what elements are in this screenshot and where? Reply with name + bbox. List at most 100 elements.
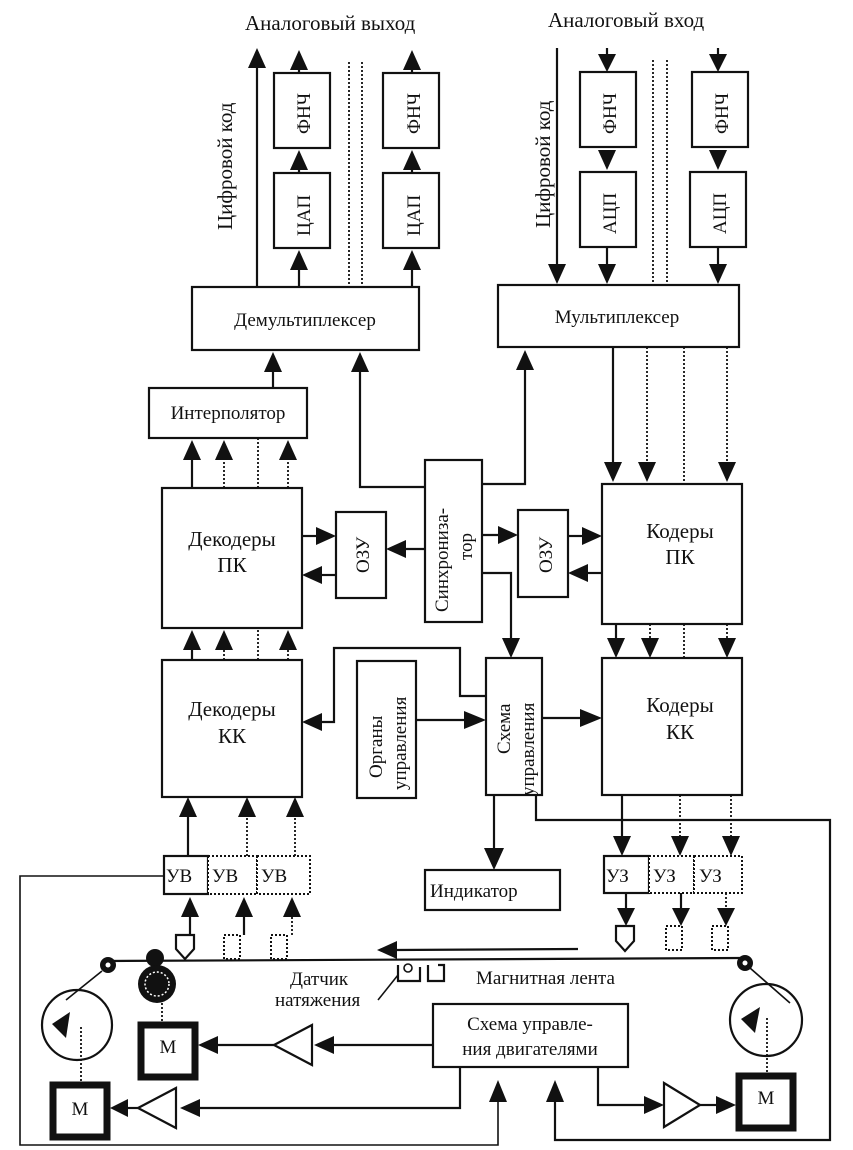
arrow-up-icon (279, 630, 297, 650)
arrow-right-icon (464, 711, 486, 729)
arrow-down-icon (598, 150, 616, 170)
pinch-roller-icon (146, 949, 164, 967)
coders-pk-label: Кодеры (646, 519, 713, 543)
ram-left (334, 510, 388, 600)
connector (19, 875, 499, 1146)
coders-pk-label-2: ПК (665, 545, 695, 569)
dac-2 (381, 171, 441, 250)
arrow-up-icon (183, 440, 201, 460)
arrow-down-icon (718, 462, 736, 482)
connector (322, 646, 486, 724)
control-circuit-label: Схема (494, 703, 515, 754)
lpf-in-2 (690, 70, 750, 149)
interpolator (147, 386, 309, 440)
capstan-motor (137, 1021, 199, 1081)
adc-2 (688, 170, 748, 249)
arrow-up-icon (235, 897, 253, 917)
analog-input-label: Аналоговый вход (548, 8, 705, 32)
arrow-right-icon (644, 1096, 664, 1114)
arrow-down-icon (722, 836, 740, 856)
lpf-out-1-label: ФНЧ (294, 93, 315, 134)
motor-control-circuit (431, 1002, 630, 1069)
lpf-out-1 (272, 71, 332, 150)
motor-control-label: Схема управле- (467, 1014, 593, 1035)
arrow-left-icon (302, 566, 322, 584)
arrow-up-icon (279, 440, 297, 460)
arrow-up-icon (403, 250, 421, 270)
lpf-in-1 (578, 70, 638, 149)
arrow-down-icon (484, 848, 504, 870)
indicator (423, 868, 562, 912)
record-amp-3-label: УЗ (699, 866, 722, 887)
tension-sensor-icon (396, 963, 446, 983)
coders-kk-label-2: КК (666, 720, 695, 744)
reel-direction-arrow-icon (741, 1007, 760, 1033)
arrow-up-icon (264, 352, 282, 372)
arrow-up-icon (183, 630, 201, 650)
magnetic-tape (106, 956, 743, 963)
left-reel-motor-label: М (72, 1099, 89, 1120)
arrow-down-icon (717, 908, 735, 926)
arrow-right-icon (498, 526, 518, 544)
arrow-down-icon (641, 638, 659, 658)
arrow-down-icon (709, 150, 727, 170)
left-reel-motor (49, 1081, 111, 1141)
dac-2-label: ЦАП (404, 195, 425, 236)
magnetic-tape-label: Магнитная лента (476, 968, 615, 989)
right-reel-motor-label: М (758, 1088, 775, 1109)
indicator-label: Индикатор (430, 881, 518, 902)
demultiplexer (190, 285, 421, 352)
playback-amp-3 (256, 855, 311, 895)
arrow-up-icon (290, 50, 308, 70)
tape-path (65, 970, 103, 1001)
arrow-right-icon (580, 709, 602, 727)
synchronizer-label: Синхрониза- (432, 508, 453, 612)
connector (534, 795, 832, 1142)
connector (596, 1067, 644, 1107)
arrow-up-icon (546, 1080, 564, 1102)
arrow-down-icon (604, 462, 622, 482)
arrow-up-icon (516, 350, 534, 370)
connector (482, 571, 513, 640)
adc-1-label: АЦП (600, 193, 621, 234)
decoders-kk-label: Декодеры (188, 697, 276, 721)
control-circuit-label-2: управления (518, 702, 539, 796)
connector (358, 368, 425, 489)
capstan-motor-label: М (160, 1037, 177, 1058)
arrow-left-icon (314, 1036, 334, 1054)
reel-direction-arrow-icon (52, 1012, 70, 1038)
arrow-left-icon (377, 941, 397, 959)
arrow-left-icon (110, 1099, 128, 1117)
controls-label: Органы (366, 715, 387, 778)
arrow-down-icon (598, 264, 616, 284)
tension-sensor-lead (377, 974, 399, 1001)
multiplexer-label: Мультиплексер (555, 307, 679, 328)
ram-left-label: ОЗУ (353, 536, 374, 573)
arrow-down-icon (617, 908, 635, 926)
arrow-up-icon (489, 1080, 507, 1102)
decoders-pk-label-2: ПК (217, 553, 247, 577)
arrow-down-icon (671, 836, 689, 856)
analog-output-label: Аналоговый выход (245, 11, 416, 35)
amplifier-icon (662, 1081, 703, 1129)
left-reel-icon (40, 988, 114, 1062)
arrow-left-icon (198, 1036, 218, 1054)
right-reel-motor (735, 1072, 797, 1132)
arrow-left-icon (180, 1099, 200, 1117)
adc-1 (578, 170, 638, 249)
lpf-in-2-label: ФНЧ (712, 93, 733, 134)
decoders-pk (160, 486, 304, 630)
arrow-down-icon (548, 264, 566, 284)
arrow-up-icon (290, 150, 308, 170)
amplifier-icon (135, 1086, 178, 1130)
connector (198, 1067, 462, 1110)
coders-pk (600, 482, 744, 626)
record-head-icon (711, 925, 729, 951)
multiplexer (496, 283, 741, 349)
dac-1 (272, 171, 332, 250)
tape-direction-line (394, 947, 579, 952)
capstan-ring (144, 971, 170, 997)
arrow-down-icon (638, 462, 656, 482)
arrow-down-icon (502, 638, 520, 658)
